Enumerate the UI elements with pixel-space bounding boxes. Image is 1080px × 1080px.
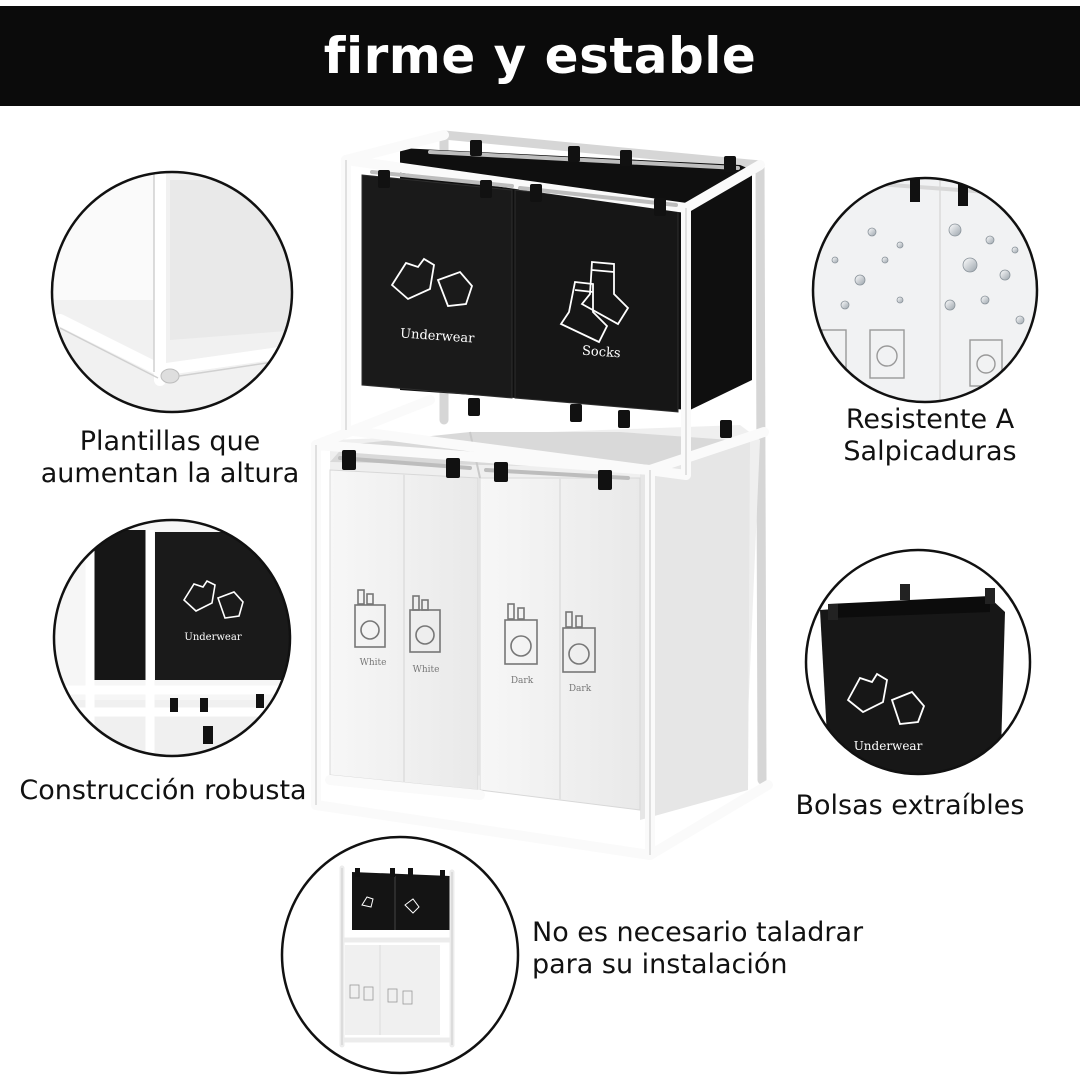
feature-removable-bags: Bolsas extraíbles [795, 790, 1025, 821]
shirt-icon [390, 257, 474, 307]
washer-icon [354, 589, 596, 673]
frame-corner-icon: Underwear [52, 518, 292, 758]
bag-label-dark-2: Dark [569, 684, 592, 694]
upper-bag-socks [514, 189, 679, 413]
bag-label-socks: Socks [581, 344, 621, 362]
removable-bag-label: Underwear [854, 739, 923, 753]
bag-label-dark-1: Dark [511, 676, 534, 686]
bag-label-white-1: White [360, 658, 387, 668]
lower-bag-right [479, 477, 641, 811]
assembled-unit-icon [280, 835, 520, 1075]
telescopic-leg-icon [50, 170, 294, 414]
lower-bag-left [329, 469, 479, 791]
removable-bag-icon: Underwear [804, 548, 1032, 776]
bag-label-underwear: Underwear [400, 326, 476, 346]
laundry-sorter: White White Dark Dark Underwear Socks [311, 130, 773, 860]
bag-label-white-2: White [413, 665, 440, 675]
page-title: firme y estable [323, 27, 757, 85]
feature-height-extenders: Plantillas que aumentan la altura [40, 426, 300, 489]
construction-bag-label: Underwear [184, 632, 241, 643]
socks-icon [559, 261, 630, 344]
upper-bag-underwear [361, 174, 513, 399]
hanging-clips [342, 140, 736, 490]
header-banner: firme y estable [0, 6, 1080, 106]
feature-no-drilling: No es necesario taladrar para su instala… [532, 917, 864, 980]
feature-robust-construction: Construcción robusta [19, 775, 307, 806]
feature-splash-resistant: Resistente A Salpicaduras [843, 404, 1017, 467]
water-drops-icon [811, 176, 1039, 404]
